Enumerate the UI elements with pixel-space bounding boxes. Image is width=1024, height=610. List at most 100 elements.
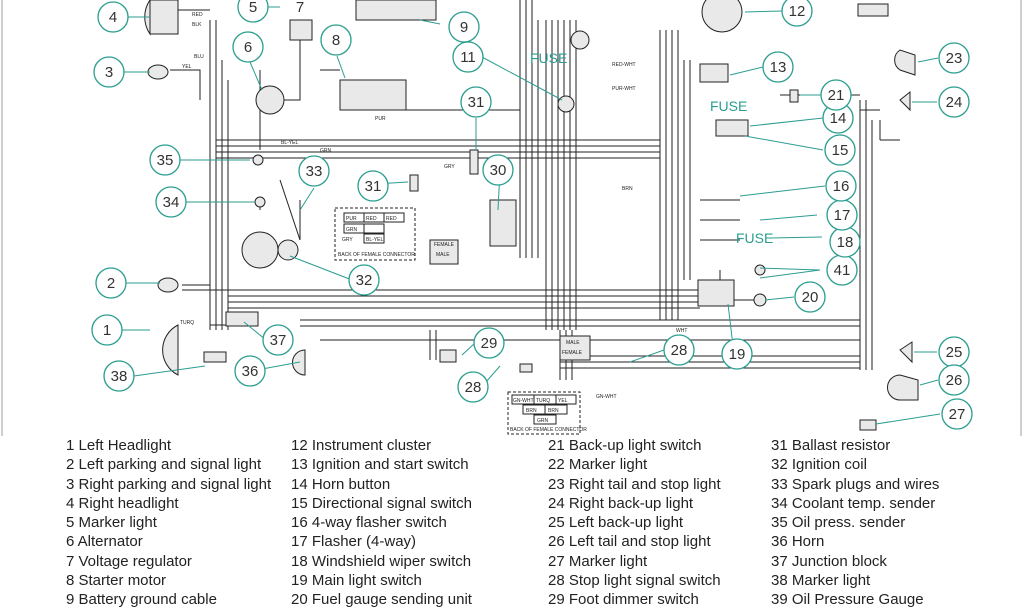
conn-lower-cell-1: GN-WHT bbox=[513, 398, 534, 404]
legend-item: 23 Right tail and stop light bbox=[548, 475, 721, 493]
legend-item: 15 Directional signal switch bbox=[291, 494, 472, 512]
conn-cell-5: GRY bbox=[342, 237, 353, 243]
callout-26 bbox=[938, 364, 970, 396]
callout-8 bbox=[320, 24, 352, 56]
female-label-lower: FEMALE bbox=[562, 350, 583, 356]
female-label: FEMALE bbox=[434, 242, 455, 248]
foot-dimmer-shape bbox=[439, 349, 457, 363]
callout-number-41: 41 bbox=[834, 262, 851, 279]
legend-item: 33 Spark plugs and wires bbox=[771, 475, 940, 493]
callout-11 bbox=[452, 41, 484, 73]
callout-number-7: 7 bbox=[296, 0, 304, 16]
callout-number-25: 25 bbox=[946, 344, 963, 361]
callout-number-21: 21 bbox=[828, 87, 845, 104]
legend-item: 25 Left back-up light bbox=[548, 514, 684, 532]
legend-item: 2 Left parking and signal light bbox=[66, 456, 262, 474]
callout-34 bbox=[155, 186, 187, 218]
callout-number-27: 27 bbox=[949, 406, 966, 423]
callout-number-19: 19 bbox=[729, 346, 746, 363]
callout-28a bbox=[457, 371, 489, 403]
right-headlight-housing bbox=[149, 0, 179, 35]
callout-32 bbox=[348, 264, 380, 296]
back-of-female-connector-lower-label: BACK OF FEMALE CONNECTOR bbox=[510, 427, 587, 433]
legend: 1 Left Headlight 2 Left parking and sign… bbox=[0, 436, 1024, 608]
callout-3 bbox=[93, 56, 125, 88]
legend-item: 13 Ignition and start switch bbox=[291, 456, 469, 474]
marker-light-bottom-shape bbox=[859, 419, 877, 431]
callout-27 bbox=[941, 398, 973, 430]
callout-30 bbox=[482, 154, 514, 186]
legend-item: 29 Foot dimmer switch bbox=[548, 591, 699, 609]
legend-item: 38 Marker light bbox=[771, 572, 871, 590]
callout-13 bbox=[762, 51, 794, 83]
callout-number-6: 6 bbox=[244, 39, 252, 56]
callout-number-1: 1 bbox=[103, 322, 111, 339]
legend-column-1: 1 Left Headlight 2 Left parking and sign… bbox=[66, 436, 271, 610]
callout-24 bbox=[938, 86, 970, 118]
battery-shape bbox=[355, 0, 437, 21]
wire-label-yel: YEL bbox=[182, 64, 192, 70]
oil-press-sender-shape bbox=[252, 154, 264, 166]
callout-number-4: 4 bbox=[109, 9, 117, 26]
legend-item: 24 Right back-up light bbox=[548, 494, 694, 512]
stop-light-switch-shape bbox=[519, 363, 533, 373]
male-label-lower: MALE bbox=[566, 340, 580, 346]
right-backup-light-shape bbox=[899, 90, 911, 112]
wire-label-pur-wht: PUR-WHT bbox=[612, 86, 636, 92]
fuse-label-3: FUSE bbox=[736, 230, 773, 246]
marker-light-top-shape bbox=[857, 3, 889, 17]
legend-item: 37 Junction block bbox=[771, 552, 887, 570]
backup-switch-21-shape bbox=[789, 89, 799, 103]
ignition-coil-shape bbox=[277, 239, 299, 261]
callout-number-31b: 31 bbox=[365, 178, 382, 195]
callout-numbers: 1 2 3 4 5 6 7 8 9 11 12 13 14 15 16 17 1… bbox=[103, 0, 966, 423]
fuel-sender-shape bbox=[753, 293, 767, 307]
legend-column-3: 21 Back-up light switch 22 Marker light … bbox=[548, 436, 721, 610]
legend-item: 34 Coolant temp. sender bbox=[771, 494, 936, 512]
alternator-shape bbox=[255, 85, 285, 115]
starter-motor-shape bbox=[339, 79, 407, 111]
wire-label-pur: PUR bbox=[375, 116, 386, 122]
left-backup-light-shape bbox=[899, 341, 913, 364]
callout-number-38: 38 bbox=[111, 368, 128, 385]
callout-number-36: 36 bbox=[242, 363, 259, 380]
callout-number-31a: 31 bbox=[468, 94, 485, 111]
callout-31b bbox=[357, 170, 389, 202]
conn-lower-cell-5: BRN bbox=[548, 408, 559, 414]
callout-12 bbox=[781, 0, 813, 27]
callout-number-35: 35 bbox=[157, 152, 174, 169]
fuse-label-1: FUSE bbox=[530, 50, 567, 66]
components bbox=[144, 0, 919, 431]
legend-item: 36 Horn bbox=[771, 533, 825, 551]
callout-37 bbox=[262, 324, 294, 356]
wire-label-bl-yel: BL-YEL bbox=[281, 140, 298, 146]
wire-label-gn-wht: GN-WHT bbox=[596, 394, 617, 400]
callout-36 bbox=[234, 355, 266, 387]
conn-cell-1: PUR bbox=[346, 216, 357, 222]
distributor-shape bbox=[241, 231, 279, 269]
callout-number-12: 12 bbox=[789, 3, 806, 20]
conn-cell-6: BL-YEL bbox=[366, 237, 383, 243]
callout-28b bbox=[663, 334, 695, 366]
right-tail-light-shape bbox=[894, 49, 916, 76]
callout-5 bbox=[237, 0, 269, 23]
conn-cell-4: GRN bbox=[346, 227, 358, 233]
callout-number-28a: 28 bbox=[465, 379, 482, 396]
legend-item: 3 Right parking and signal light bbox=[66, 475, 272, 493]
callout-38 bbox=[103, 360, 135, 392]
wire-label-red: RED bbox=[192, 12, 203, 18]
junction-block-shape bbox=[225, 311, 259, 327]
conn-lower-cell-2: TURQ bbox=[536, 398, 550, 404]
ignition-resistor-shape bbox=[557, 95, 575, 113]
legend-item: 22 Marker light bbox=[548, 456, 648, 474]
callout-circles bbox=[91, 0, 973, 430]
left-tail-light-shape bbox=[887, 374, 919, 401]
legend-column-2: 12 Instrument cluster 13 Ignition and st… bbox=[291, 436, 472, 610]
ignition-switch-shape bbox=[699, 63, 729, 83]
callout-20 bbox=[794, 281, 826, 313]
legend-item: 9 Battery ground cable bbox=[66, 591, 217, 609]
legend-item: 12 Instrument cluster bbox=[291, 437, 432, 454]
callout-number-3: 3 bbox=[105, 64, 113, 81]
fuse-label-2: FUSE bbox=[710, 98, 747, 114]
